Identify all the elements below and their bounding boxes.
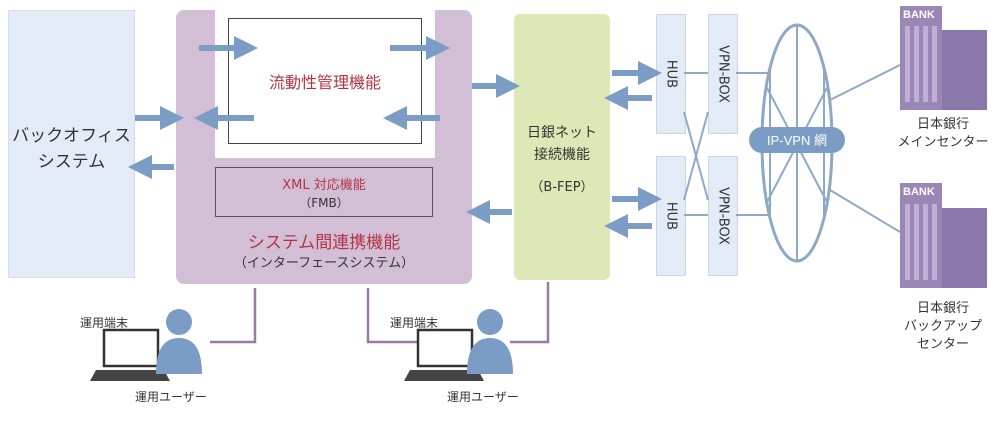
- backup-center-line2: バックアップ: [903, 319, 982, 334]
- system-subtitle: （インターフェースシステム）: [233, 256, 415, 271]
- bank-building-main: [900, 6, 987, 110]
- back-office-system: バックオフィス システム: [8, 10, 135, 278]
- main-center-line1: 日本銀行: [916, 117, 969, 132]
- terminal-label-2: 運用端末: [390, 316, 439, 330]
- bfep-box: 日銀ネット 接続機能 （B-FEP）: [514, 14, 610, 280]
- bfep-label-3: （B-FEP）: [530, 180, 594, 195]
- user-icon-2: [467, 309, 513, 374]
- backup-center-line1: 日本銀行: [916, 301, 969, 316]
- bfep-label-2: 接続機能: [534, 147, 590, 163]
- ip-vpn-label: IP-VPN 網: [767, 133, 827, 148]
- user-label-1: 運用ユーザー: [135, 390, 207, 404]
- back-office-label-2: システム: [37, 152, 106, 172]
- user-icon-1: [156, 309, 202, 374]
- xml-function-box: XML 対応機能 （FMB）: [215, 167, 433, 217]
- backup-center-label: 日本銀行 バックアップ センター: [893, 300, 993, 354]
- vpn-box-top: VPN-BOX: [708, 14, 738, 134]
- back-office-label-1: バックオフィス: [12, 126, 131, 146]
- system-title: システム間連携機能: [247, 233, 401, 253]
- bank-sign-main: BANK: [903, 9, 935, 21]
- bank-sign-backup: BANK: [903, 186, 935, 198]
- connector-user-2: [510, 282, 550, 344]
- ip-vpn-network: [749, 23, 845, 263]
- backup-center-line3: センター: [916, 337, 969, 352]
- fmb-label: （FMB）: [299, 196, 349, 210]
- connector-terminal-2: [366, 288, 420, 344]
- liquidity-label: 流動性管理機能: [268, 73, 381, 92]
- terminal-2: [404, 328, 484, 381]
- terminal-label-1: 運用端末: [80, 316, 129, 330]
- connector-user-1: [210, 288, 257, 344]
- terminal-1: [90, 328, 170, 381]
- main-center-line2: メインセンター: [897, 135, 989, 150]
- xml-label: XML 対応機能: [282, 178, 366, 193]
- user-label-2: 運用ユーザー: [447, 390, 519, 404]
- bfep-label-1: 日銀ネット: [527, 125, 597, 141]
- main-center-label: 日本銀行 メインセンター: [893, 116, 993, 152]
- bank-building-backup: [900, 183, 987, 288]
